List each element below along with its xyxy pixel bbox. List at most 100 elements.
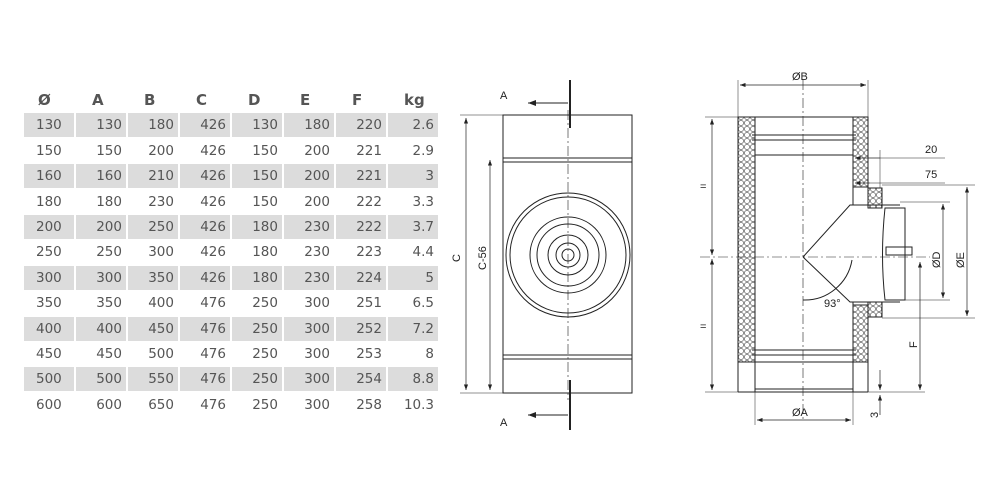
table-cell: 8 <box>425 345 434 362</box>
table-cell: 476 <box>200 396 226 413</box>
table-cell: 300 <box>304 396 330 413</box>
table-cell: 450 <box>128 316 178 341</box>
table-cell: 150 <box>96 142 122 159</box>
section-label-bottom: A <box>500 417 508 429</box>
table-cell: 200 <box>76 214 126 239</box>
dim-f-label: F <box>908 341 920 348</box>
table-cell: 426 <box>200 193 226 210</box>
table-cell: 10.3 <box>403 396 434 413</box>
table-cell: 150 <box>36 142 62 159</box>
table-cell: 2.9 <box>412 142 434 159</box>
column-header: D <box>248 91 261 109</box>
table-cell: 221 <box>336 164 386 189</box>
column-header: A <box>92 91 104 109</box>
table-cell: 200 <box>148 142 174 159</box>
dim-c56-label: C-56 <box>477 246 489 270</box>
table-cell: 230 <box>304 244 330 261</box>
table-cell: 5 <box>388 265 438 290</box>
column-header: C <box>196 91 208 109</box>
table-cell: 476 <box>200 295 226 312</box>
table-cell: 350 <box>36 295 62 312</box>
column-header: Ø <box>38 91 51 109</box>
table-cell: 150 <box>232 164 282 189</box>
table-cell: 500 <box>76 367 126 392</box>
dim-3-label: 3 <box>869 412 881 418</box>
table-cell: 500 <box>24 367 74 392</box>
table-cell: 7.2 <box>388 316 438 341</box>
table-cell: 180 <box>232 265 282 290</box>
table-cell: 350 <box>96 295 122 312</box>
table-cell: 3.7 <box>388 214 438 239</box>
table-cell: 130 <box>24 113 74 138</box>
section-label-top: A <box>500 90 508 102</box>
column-header: B <box>144 91 156 109</box>
front-view <box>460 80 633 430</box>
table-cell: 426 <box>200 142 226 159</box>
angle-label: 93° <box>824 298 841 310</box>
table-cell: 6.5 <box>412 295 434 312</box>
table-cell: 250 <box>232 316 282 341</box>
table-cell: 160 <box>24 164 74 189</box>
table-cell: 4.4 <box>412 244 434 261</box>
table-cell: 300 <box>76 265 126 290</box>
table-cell: 400 <box>24 316 74 341</box>
table-cell: 180 <box>284 113 334 138</box>
table-cell: 150 <box>252 193 278 210</box>
section-view <box>700 80 975 425</box>
table-cell: 400 <box>148 295 174 312</box>
table-cell: 200 <box>304 142 330 159</box>
dim-e-label: ØE <box>955 252 967 268</box>
table-cell: 426 <box>180 265 230 290</box>
table-cell: 180 <box>36 193 62 210</box>
table-cell: 253 <box>356 345 382 362</box>
table-cell: 160 <box>76 164 126 189</box>
dim-a-label: ØA <box>792 407 809 419</box>
table-cell: 210 <box>128 164 178 189</box>
dim-20-label: 20 <box>925 144 937 156</box>
table-cell: 250 <box>232 367 282 392</box>
table-cell: 300 <box>148 244 174 261</box>
table-cell: 350 <box>128 265 178 290</box>
table-cell: 600 <box>36 396 62 413</box>
table-cell: 3.3 <box>412 193 434 210</box>
table-cell: 130 <box>76 113 126 138</box>
table-cell: 250 <box>252 345 278 362</box>
table-cell: 252 <box>336 316 386 341</box>
table-cell: 300 <box>304 295 330 312</box>
table-cell: 180 <box>128 113 178 138</box>
table-cell: 600 <box>96 396 122 413</box>
table-cell: 221 <box>356 142 382 159</box>
table-cell: 224 <box>336 265 386 290</box>
dim-b-label: ØB <box>792 71 808 83</box>
dim-c-label: C <box>451 254 463 262</box>
table-cell: 223 <box>356 244 382 261</box>
table-cell: 200 <box>24 214 74 239</box>
table-cell: 222 <box>336 214 386 239</box>
table-cell: 300 <box>304 345 330 362</box>
table-cell: 250 <box>96 244 122 261</box>
table-cell: 250 <box>252 396 278 413</box>
column-header: E <box>300 91 311 109</box>
table-cell: 476 <box>200 345 226 362</box>
table-cell: 200 <box>284 164 334 189</box>
table-cell: 450 <box>36 345 62 362</box>
table-cell: 2.6 <box>388 113 438 138</box>
table-cell: 300 <box>284 367 334 392</box>
table-cell: 426 <box>180 113 230 138</box>
table-cell: 222 <box>356 193 382 210</box>
table-cell: 220 <box>336 113 386 138</box>
equal-mark-bottom: = <box>700 321 706 333</box>
table-cell: 300 <box>284 316 334 341</box>
table-cell: 258 <box>356 396 382 413</box>
table-cell: 500 <box>148 345 174 362</box>
